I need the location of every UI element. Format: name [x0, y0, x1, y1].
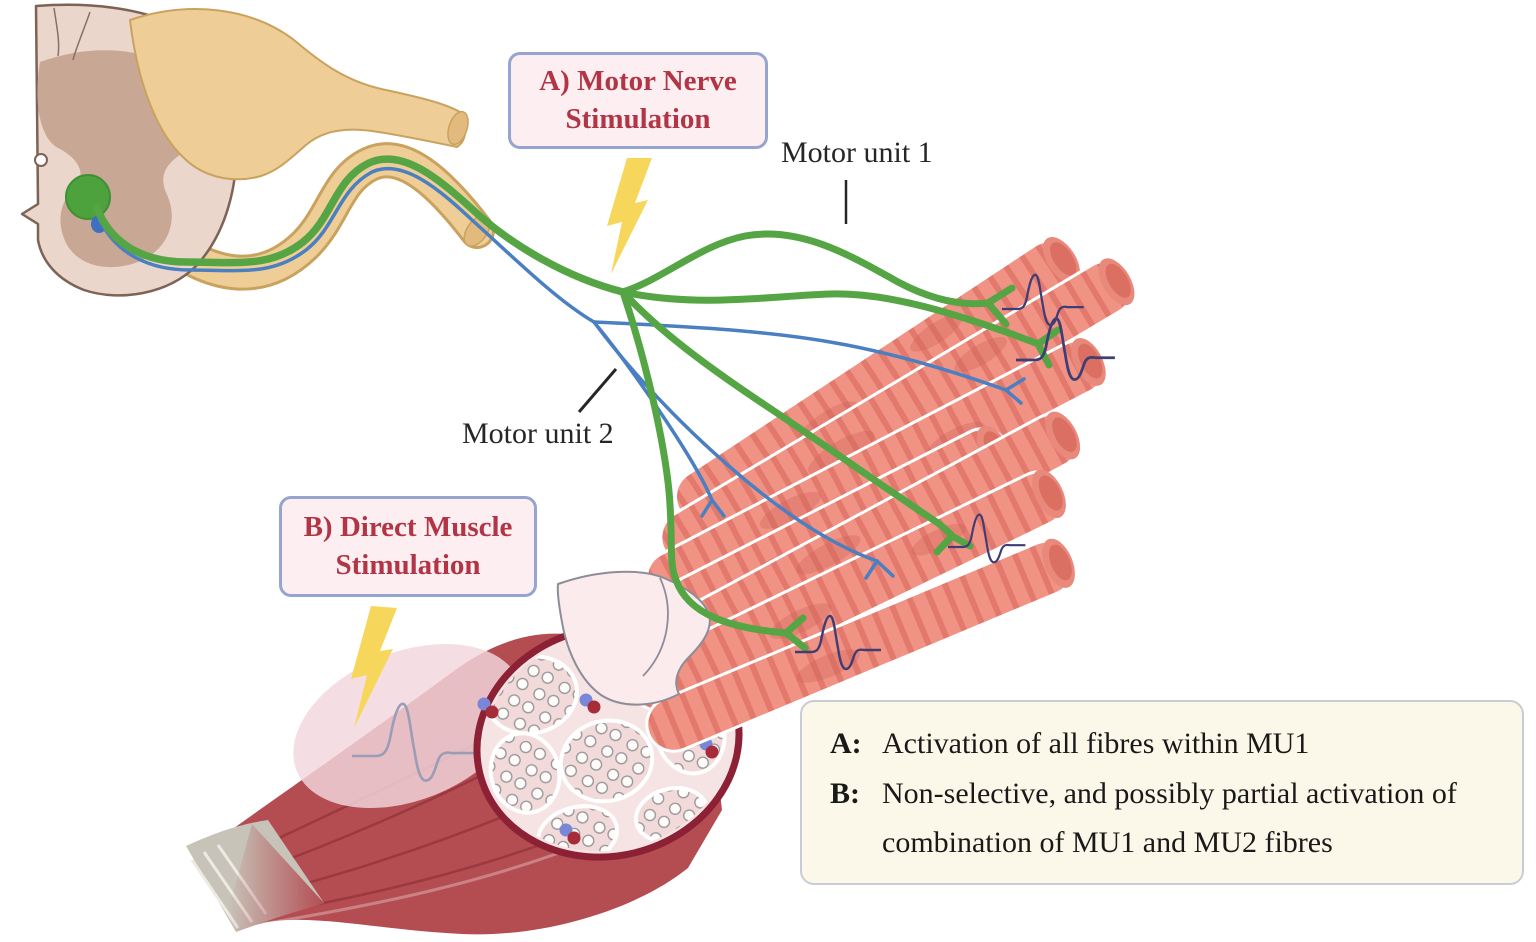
mu2-axon-trunk [98, 166, 596, 324]
lightning-bolt-icon [607, 158, 652, 274]
muscle-fibre [645, 538, 1076, 753]
mu1-endplate [933, 532, 974, 556]
mu1-endplate [782, 614, 809, 652]
motor-unit-2-pointer-line [577, 368, 618, 413]
lightning-bolt-icon [351, 606, 397, 728]
epimysium-sheath [556, 570, 711, 706]
legend-text-b-line1: Non-selective, and possibly partial acti… [882, 776, 1457, 810]
mu1-nerve-branches [619, 230, 1062, 652]
mu2-endplate [700, 498, 726, 518]
stimulated-region-highlight [293, 643, 523, 809]
legend-box: A: Activation of all fibres within MU1 B… [800, 700, 1524, 885]
muscle-fibre-bundle [629, 237, 1135, 753]
legend-text-b: Non-selective, and possibly partial acti… [882, 769, 1498, 868]
callout-a-line1: A) Motor Nerve [539, 64, 737, 97]
motor-unit-2-label: Motor unit 2 [462, 417, 614, 450]
mu2-endplate [1004, 377, 1026, 405]
legend-text-a: Activation of all fibres within MU1 [882, 727, 1310, 760]
motor-unit-1-label: Motor unit 1 [781, 136, 933, 169]
callout-b-line1: B) Direct Muscle [303, 510, 513, 543]
mu2-nerve-branches [592, 320, 1026, 580]
mu1-endplate [984, 284, 1016, 328]
fascicle [488, 731, 562, 815]
direct-muscle-stimulation-callout: B) Direct Muscle Stimulation [279, 496, 537, 597]
callout-b-line2: Stimulation [335, 548, 481, 581]
central-canal [34, 153, 48, 167]
muscle-striations [231, 726, 613, 916]
legend-key-a: A: [830, 727, 862, 760]
motor-nerve-stimulation-callout: A) Motor Nerve Stimulation [508, 52, 768, 149]
legend-key-b: B: [830, 776, 860, 810]
sulcus-lines [53, 7, 91, 61]
legend-text-b-line2: combination of MU1 and MU2 fibres [882, 826, 1333, 859]
fascicle [558, 718, 655, 804]
legend-item-a: A: Activation of all fibres within MU1 [830, 719, 1498, 769]
mu1-axon-trunk [93, 155, 627, 296]
callout-a-line2: Stimulation [565, 102, 711, 135]
legend-item-b: B: Non-selective, and possibly partial a… [830, 769, 1498, 868]
nerve-stump-end [447, 110, 469, 146]
spinal-nerve-root [129, 8, 469, 181]
mu2-endplate [864, 559, 895, 580]
